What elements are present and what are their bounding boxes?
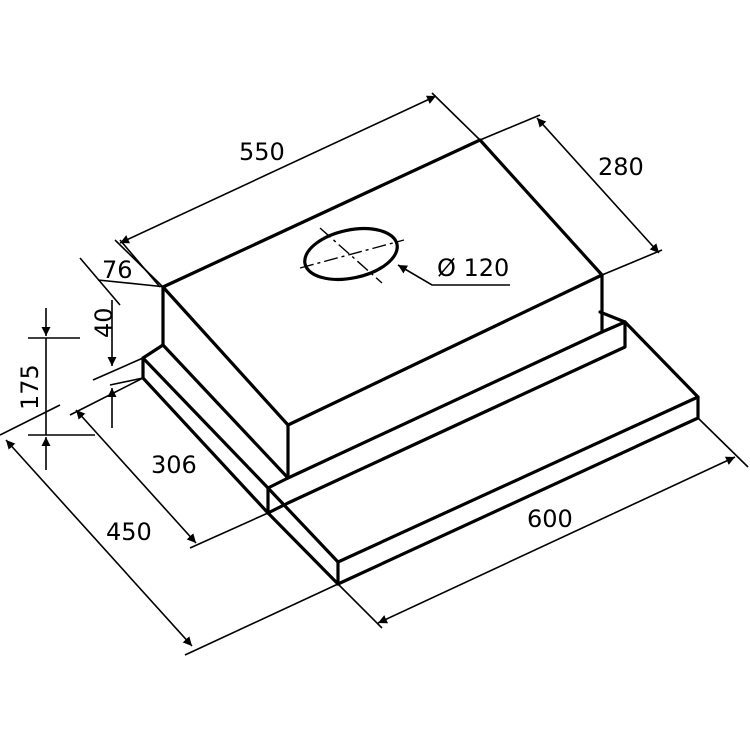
top-box-top-face xyxy=(161,138,604,427)
label-600: 600 xyxy=(527,505,573,533)
label-duct-diameter: Ø 120 xyxy=(437,254,509,282)
front-panel xyxy=(266,320,700,564)
label-76: 76 xyxy=(102,256,133,284)
dim-line-280 xyxy=(536,117,660,254)
label-550: 550 xyxy=(239,138,285,166)
dimension-lines xyxy=(0,92,749,656)
leader-line-duct xyxy=(397,264,510,286)
dim-line-450 xyxy=(5,439,193,647)
base-tray-front-strip xyxy=(266,310,627,490)
dim-line-600 xyxy=(377,456,736,624)
hood-outline xyxy=(141,138,700,586)
dim-line-550 xyxy=(119,95,437,244)
duct-centerline-1 xyxy=(319,227,383,284)
base-tray-bottom-edge xyxy=(266,320,627,515)
front-panel-inner-edge xyxy=(266,511,340,586)
duct-centerline-2 xyxy=(299,239,405,269)
label-450: 450 xyxy=(106,518,152,546)
label-175: 175 xyxy=(16,364,44,410)
front-panel-lip xyxy=(336,395,700,586)
base-tray xyxy=(141,343,270,515)
top-box-front-face xyxy=(161,285,290,480)
label-40: 40 xyxy=(90,307,118,338)
label-306: 306 xyxy=(151,451,197,479)
dimension-labels: 550 280 76 40 175 306 450 600 Ø 120 xyxy=(16,138,644,546)
label-280: 280 xyxy=(598,153,644,181)
duct-outlet xyxy=(299,226,405,284)
